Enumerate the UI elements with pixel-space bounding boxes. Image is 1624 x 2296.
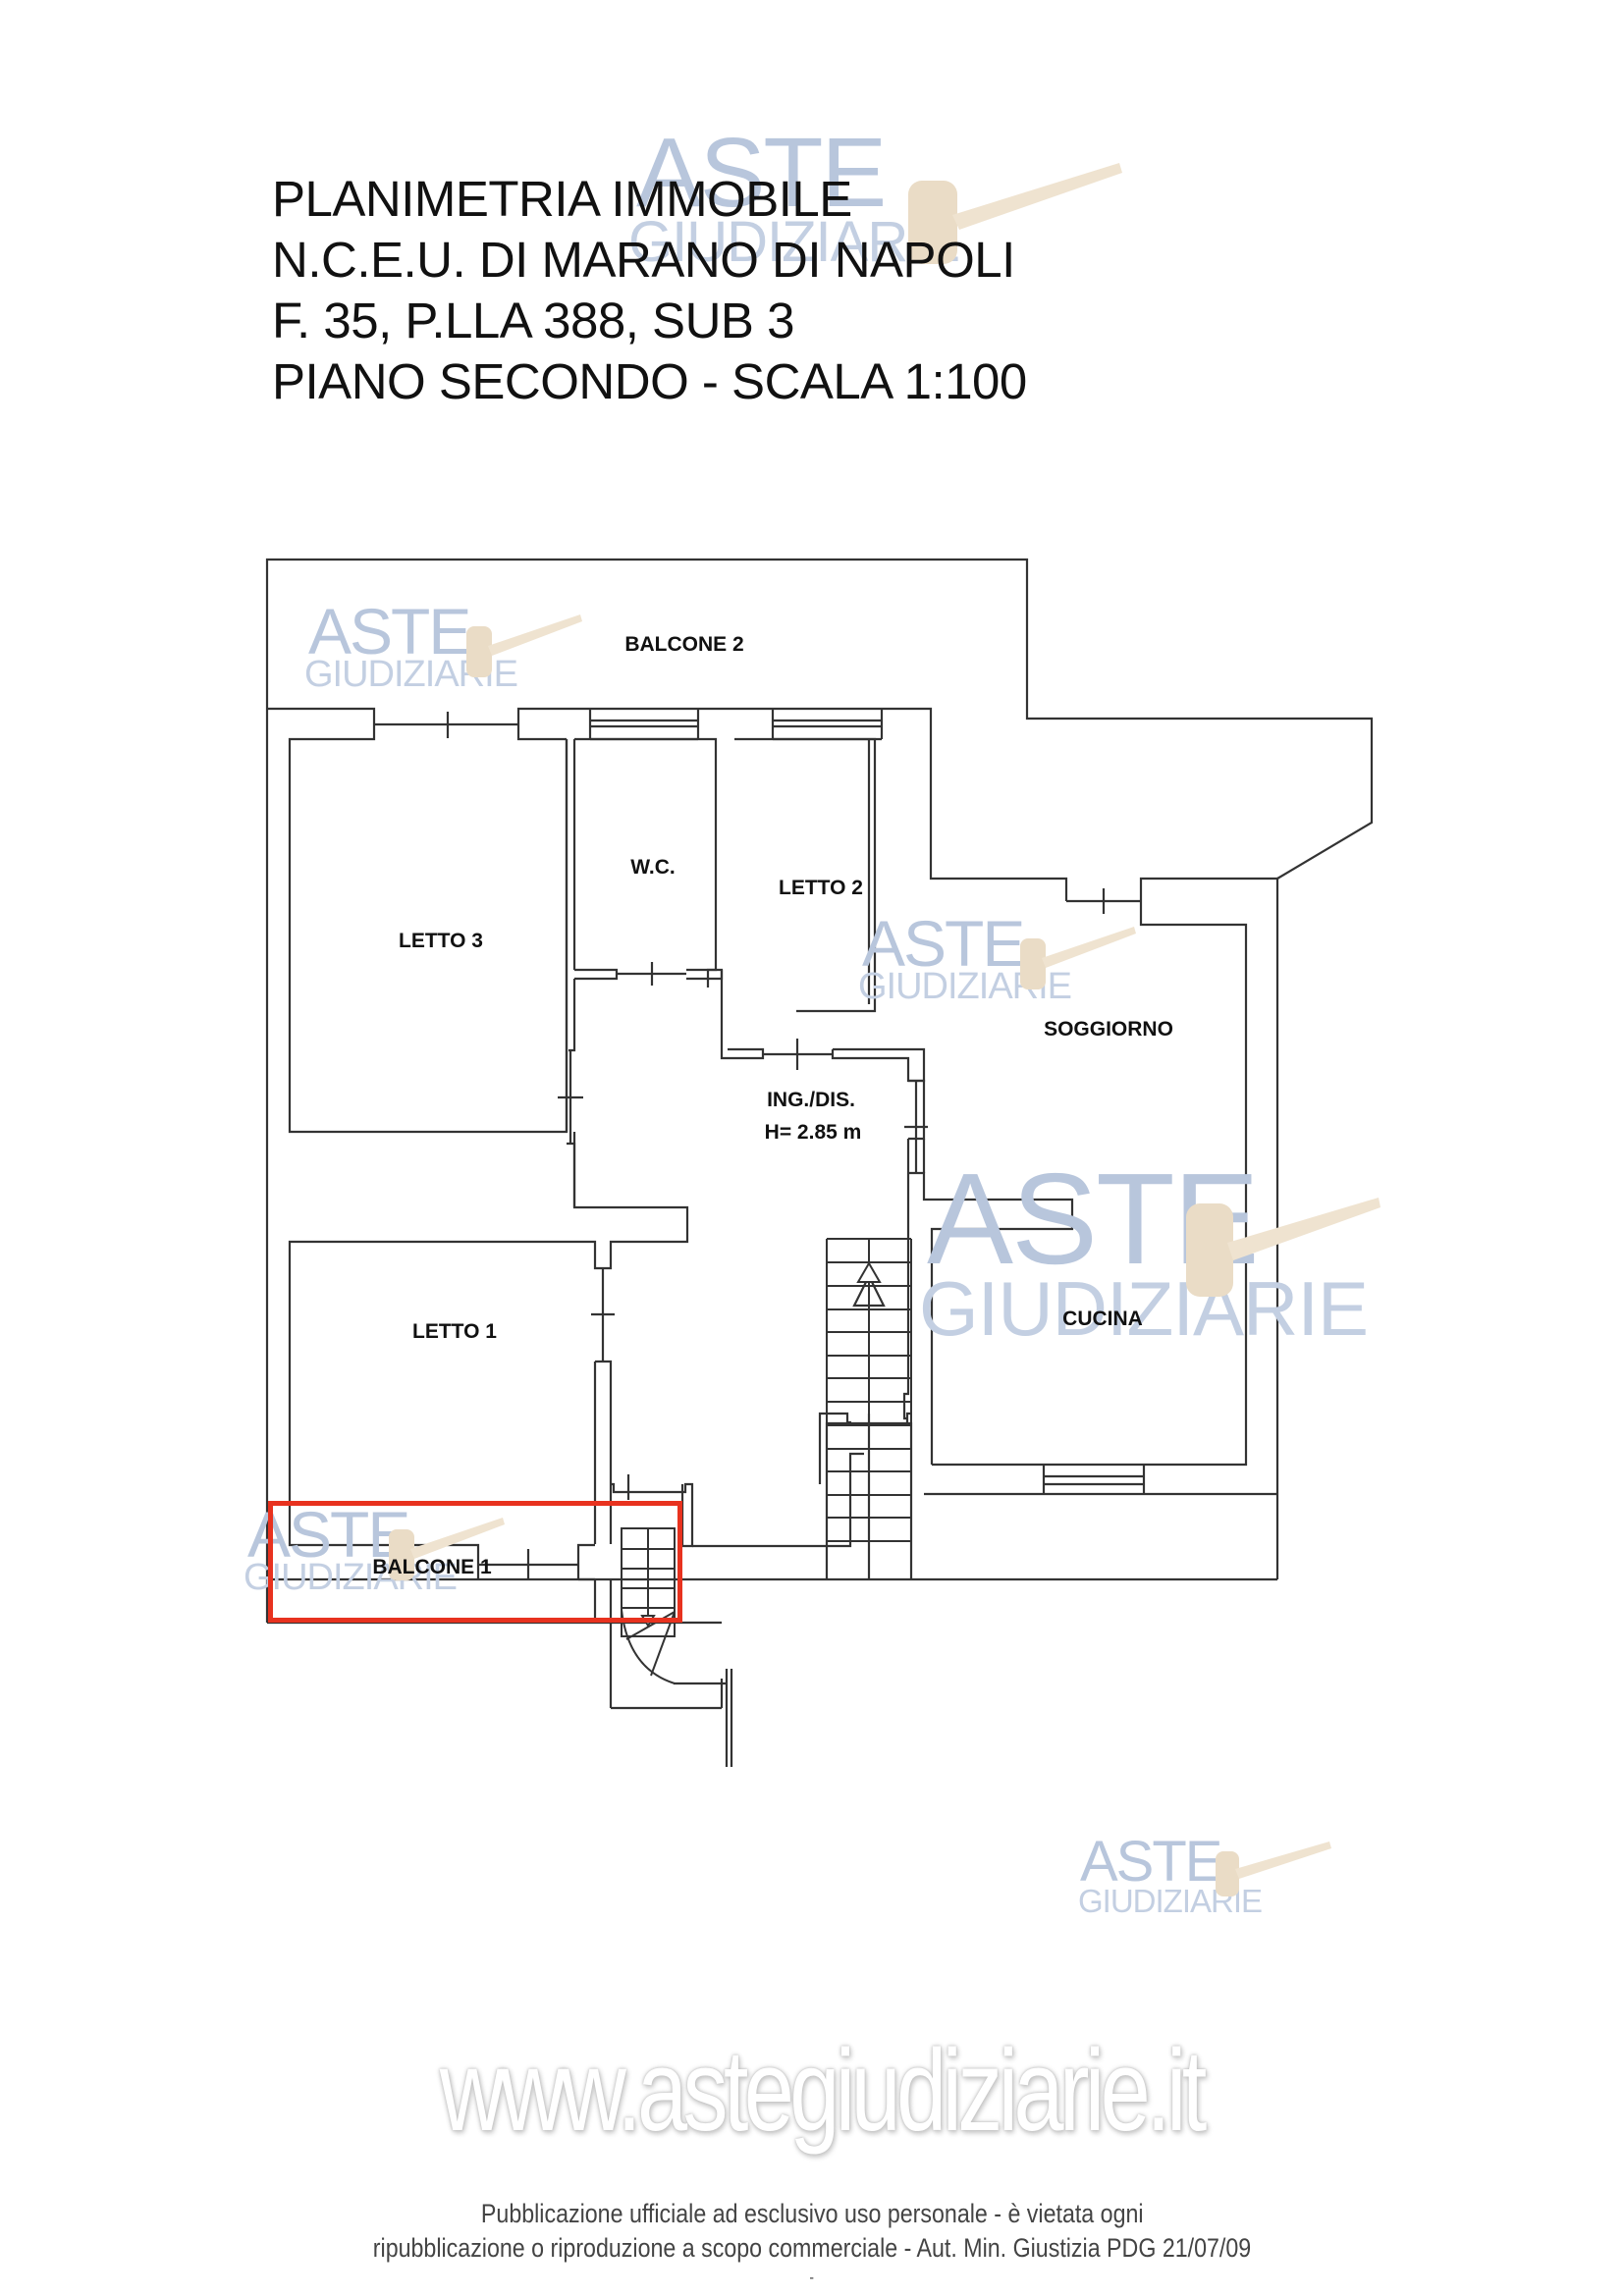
- title-line-4: PIANO SECONDO - SCALA 1:100: [272, 353, 1027, 409]
- room-label-soggiorno: SOGGIORNO: [1044, 1018, 1173, 1041]
- site-url-watermark: www.astegiudiziarie.it: [439, 2026, 1208, 2156]
- room-label-balcone-2: BALCONE 2: [624, 633, 744, 656]
- title-line-3: F. 35, P.LLA 388, SUB 3: [272, 293, 794, 348]
- footer-line-2: ripubblicazione o riproduzione a scopo c…: [0, 2233, 1624, 2264]
- stair-up-arrow: [856, 1261, 882, 1283]
- footer-text-2: ripubblicazione o riproduzione a scopo c…: [372, 2233, 1252, 2263]
- room-label-wc: W.C.: [630, 856, 676, 879]
- footer-text-1: Pubblicazione ufficiale ad esclusivo uso…: [480, 2199, 1144, 2228]
- plan-title: PLANIMETRIA IMMOBILE N.C.E.U. DI MARANO …: [272, 169, 1027, 412]
- footer-text-3: -: [809, 2269, 815, 2286]
- room-label-cucina: CUCINA: [1062, 1308, 1143, 1330]
- balcone-1-highlight: [268, 1501, 682, 1623]
- room-label-letto-1: LETTO 1: [412, 1320, 497, 1343]
- room-label-height: H= 2.85 m: [764, 1121, 862, 1144]
- title-line-2: N.C.E.U. DI MARANO DI NAPOLI: [272, 232, 1015, 288]
- room-label-letto-3: LETTO 3: [399, 930, 483, 952]
- room-label-ingresso: ING./DIS.: [767, 1089, 855, 1111]
- room-label-letto-2: LETTO 2: [779, 877, 863, 899]
- title-line-1: PLANIMETRIA IMMOBILE: [272, 171, 852, 227]
- balcone-2-outline: [265, 558, 1374, 880]
- footer-line-1: Pubblicazione ufficiale ad esclusivo uso…: [0, 2199, 1624, 2229]
- footer-line-3: -: [0, 2269, 1624, 2287]
